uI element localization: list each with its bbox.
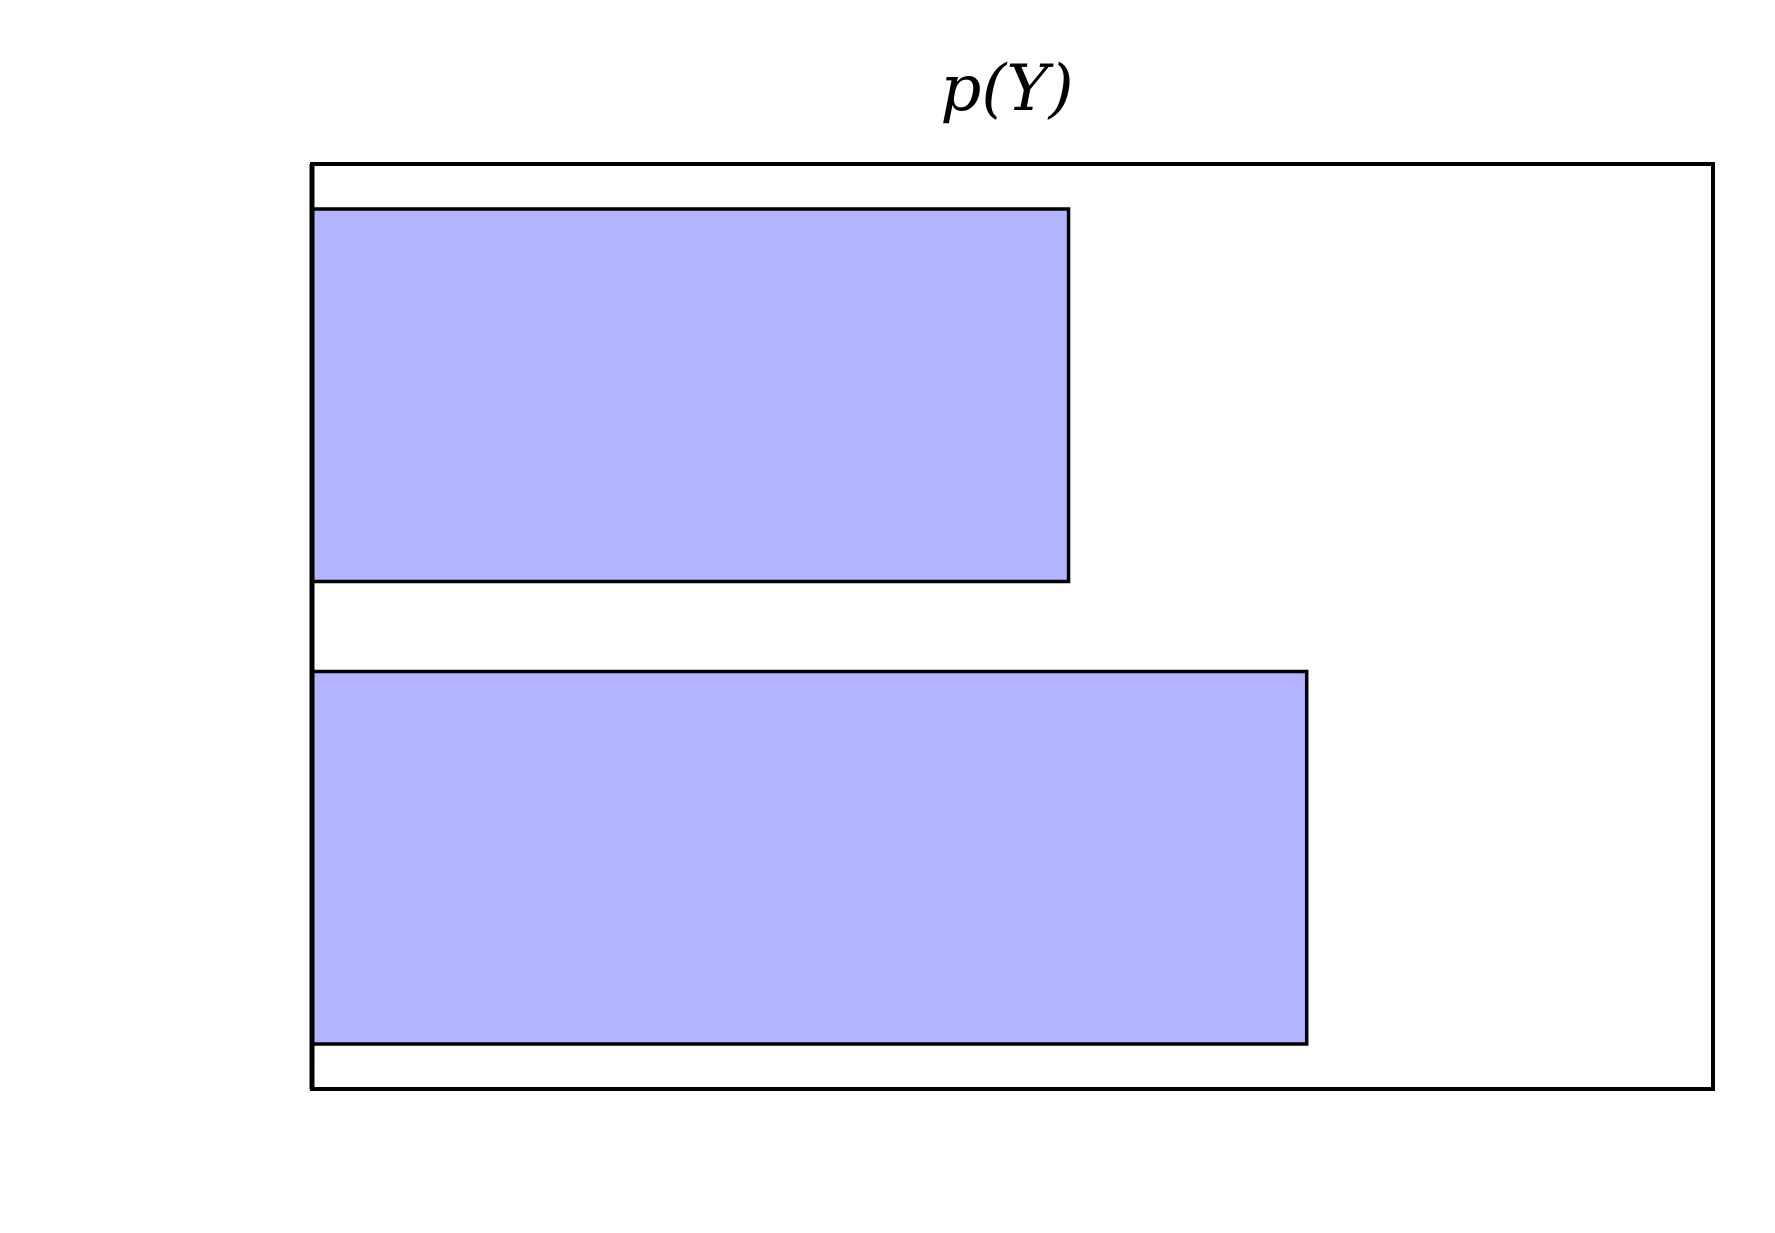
chart-title: p(Y) [940, 52, 1073, 126]
bar-1 [310, 207, 1071, 584]
bar-2 [310, 669, 1309, 1046]
bars-group [310, 207, 1309, 1046]
